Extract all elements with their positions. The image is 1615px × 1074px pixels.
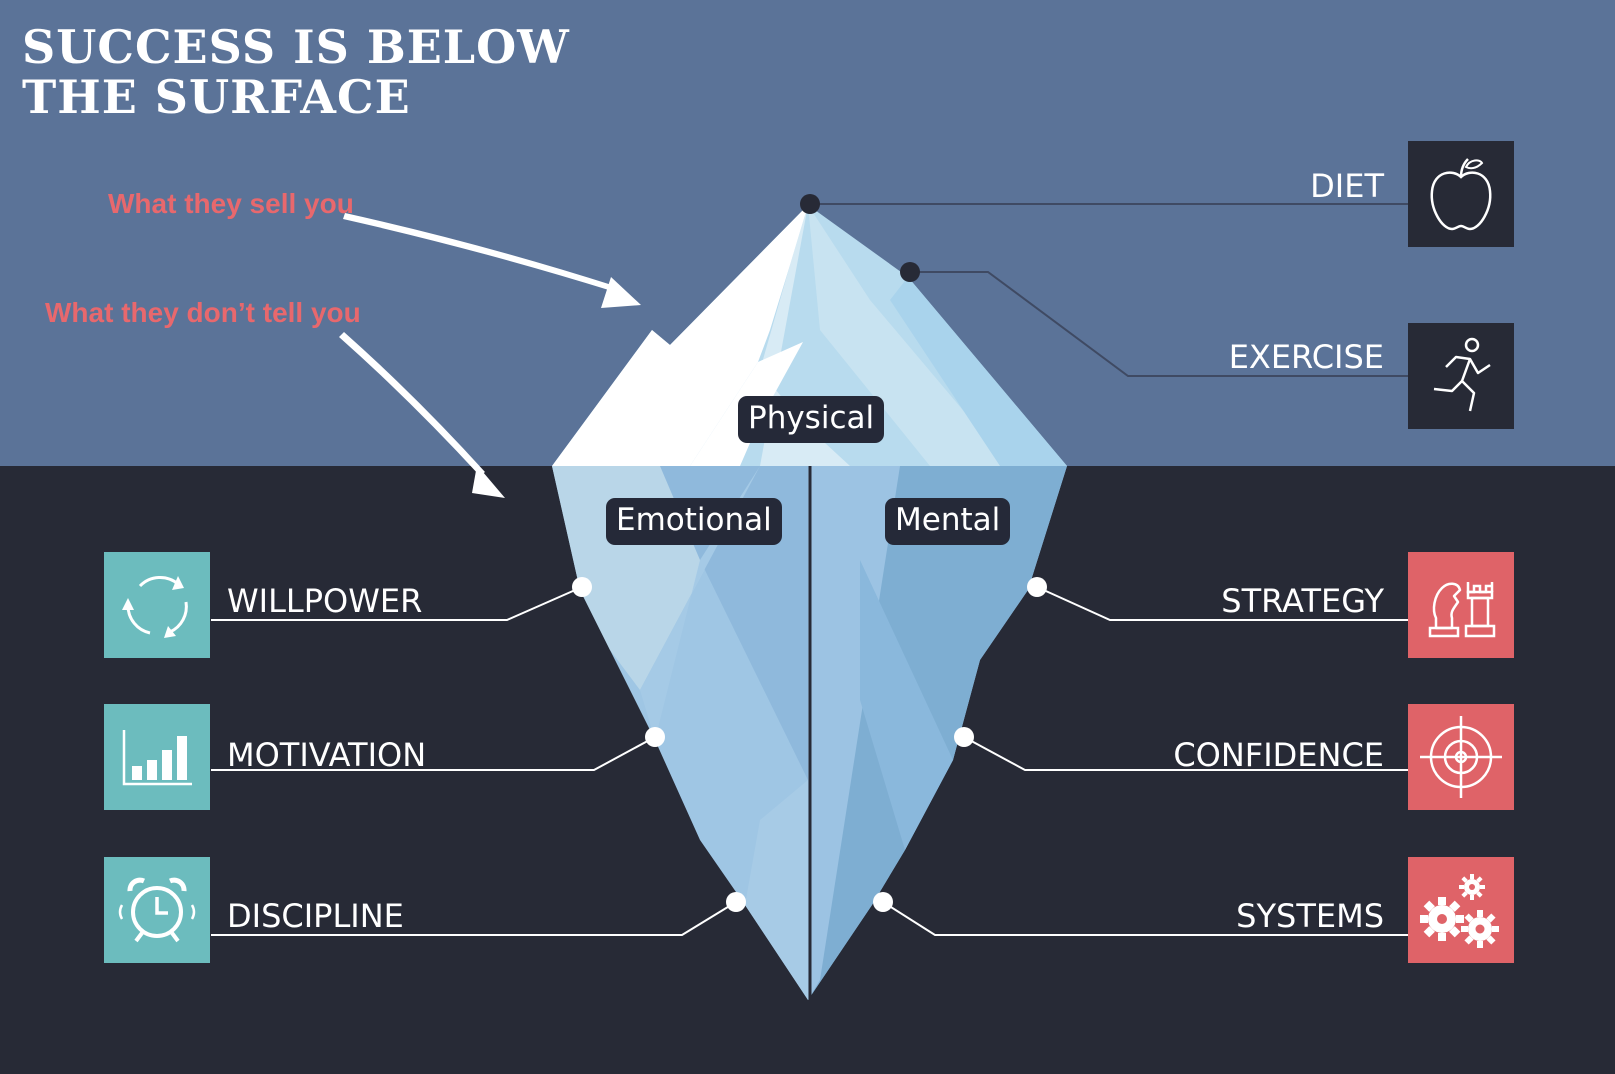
box-strategy [1408,552,1514,658]
box-exercise [1408,323,1514,429]
alarm-clock-icon [118,877,196,943]
exercise-connector [910,271,1408,377]
title-line-2: THE SURFACE [22,70,411,124]
annotation-below: What they don’t tell you [45,297,361,328]
systems-dot [873,892,893,912]
motivation-dot [645,727,665,747]
label-systems: SYSTEMS [1236,897,1384,935]
apple-icon [1430,158,1492,231]
label-willpower: WILLPOWER [227,582,423,620]
chess-pieces-icon [1428,582,1496,638]
refresh-cycle-icon [122,576,188,638]
systems-connector [882,901,1408,936]
title-line-1: SUCCESS IS BELOW [22,20,570,74]
exercise-dot [900,262,920,282]
label-diet: DIET [1310,167,1384,205]
annotation-above: What they sell you [108,188,354,219]
box-diet [1408,141,1514,247]
target-icon [1420,716,1502,798]
box-motivation [104,704,210,810]
box-systems [1408,857,1514,963]
sell-arrow [343,213,641,308]
discipline-connector [211,901,737,936]
tier-mental: Mental [885,498,1011,545]
label-exercise: EXERCISE [1228,338,1384,376]
confidence-connector [963,736,1408,771]
dont-tell-arrow [339,332,505,498]
box-discipline [104,857,210,963]
diet-dot [800,194,820,214]
motivation-connector [211,736,656,771]
box-willpower [104,552,210,658]
label-strategy: STRATEGY [1221,582,1384,620]
strategy-connector [1036,586,1408,621]
tier-physical: Physical [738,396,885,443]
gears-icon [1420,874,1499,948]
confidence-dot [954,727,974,747]
tier-emotional: Emotional [606,498,782,545]
label-discipline: DISCIPLINE [227,897,404,935]
willpower-dot [572,577,592,597]
strategy-dot [1027,577,1047,597]
willpower-connector [211,586,583,621]
label-confidence: CONFIDENCE [1173,736,1384,774]
discipline-dot [726,892,746,912]
bar-chart-icon [122,730,192,786]
box-confidence [1408,704,1514,810]
label-motivation: MOTIVATION [227,736,427,774]
runner-icon [1433,337,1491,412]
